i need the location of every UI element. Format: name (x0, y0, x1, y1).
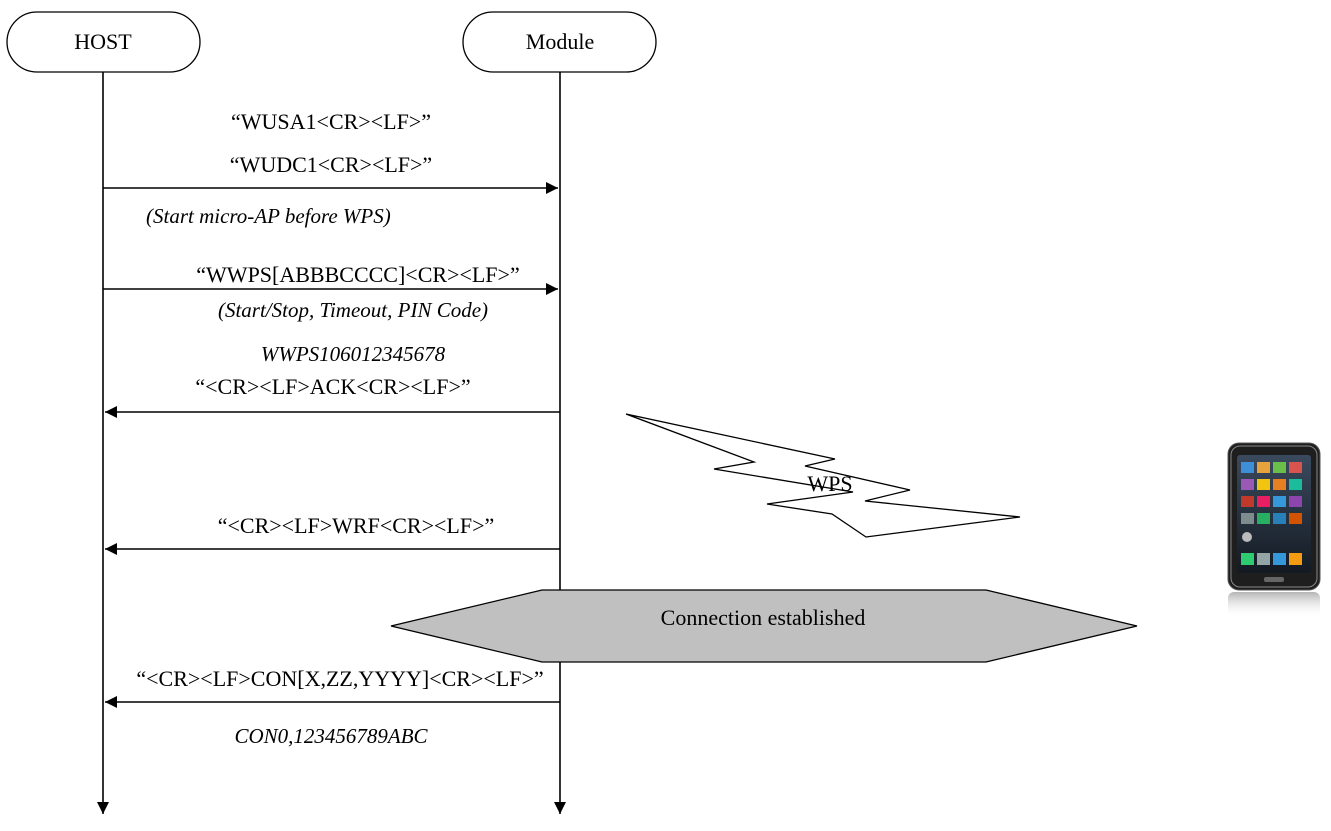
wudc-note: (Start micro-AP before WPS) (146, 204, 391, 228)
wwps-example: WWPS106012345678 (261, 342, 446, 366)
wps-label: WPS (807, 471, 852, 496)
wusa-message-label: “WUSA1<CR><LF>” (231, 109, 431, 134)
connection-banner-shape (390, 589, 1138, 663)
wwps-message-label: “WWPS[ABBBCCCC]<CR><LF>” (196, 262, 519, 287)
host-label: HOST (74, 29, 132, 54)
wps-lightning-icon: WPS (625, 413, 1021, 538)
module-label: Module (526, 29, 594, 54)
wudc-message-label: “WUDC1<CR><LF>” (230, 152, 432, 177)
con-message-label: “<CR><LF>CON[X,ZZ,YYYY]<CR><LF>” (136, 666, 543, 691)
wwps-note: (Start/Stop, Timeout, PIN Code) (218, 298, 488, 322)
host-lifeline-head: HOST (6, 11, 201, 73)
ack-message-label: “<CR><LF>ACK<CR><LF>” (195, 374, 470, 399)
connection-banner-label: Connection established (661, 605, 866, 630)
connection-established-banner: Connection established (390, 589, 1138, 663)
wrf-message-label: “<CR><LF>WRF<CR><LF>” (218, 513, 495, 538)
module-lifeline-head: Module (462, 11, 657, 73)
con-example: CON0,123456789ABC (234, 724, 428, 748)
smartphone-icon (1227, 442, 1321, 618)
